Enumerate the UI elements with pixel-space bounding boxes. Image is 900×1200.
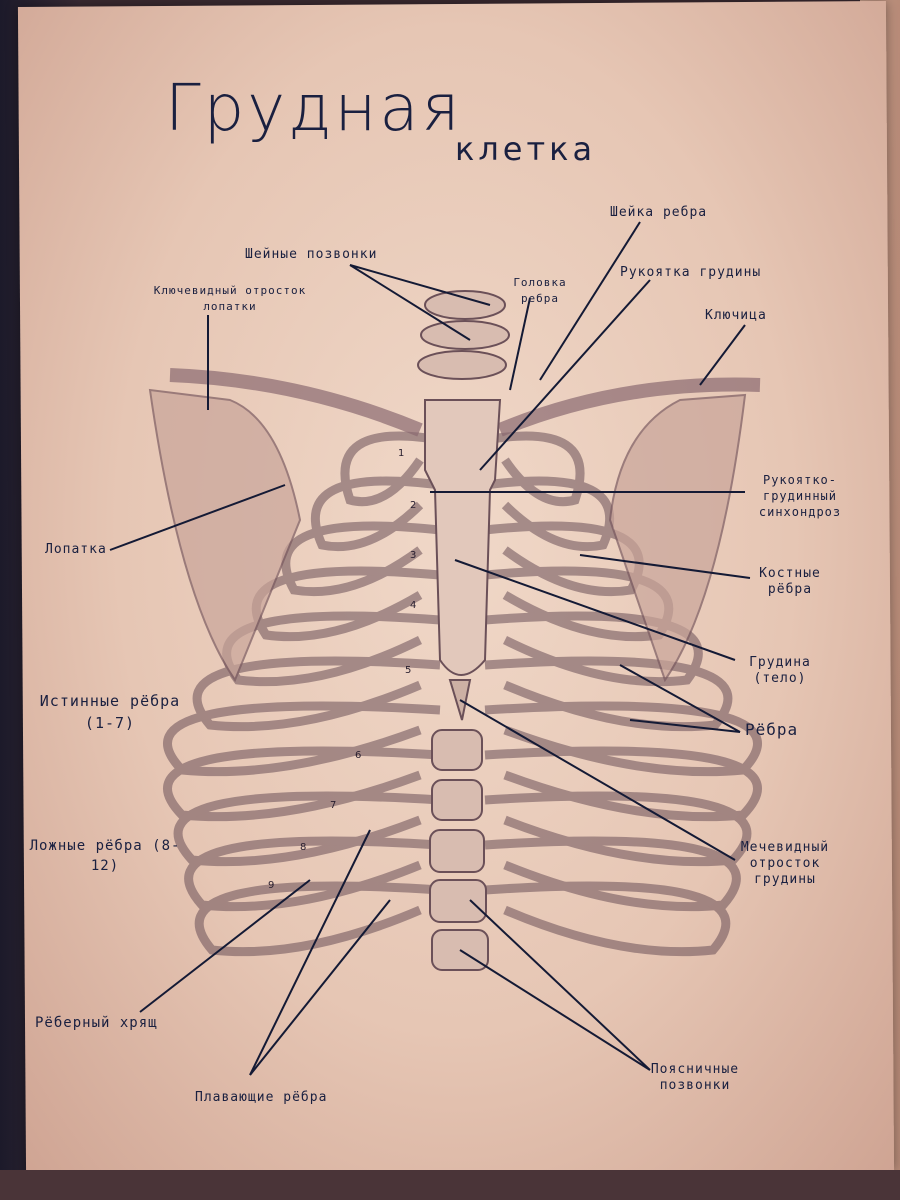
leader-lines bbox=[109, 221, 751, 1076]
rib-number: 1 bbox=[398, 448, 405, 459]
label-scapula: Лопатка bbox=[45, 542, 107, 557]
label-floating-ribs: Плавающие рёбра bbox=[195, 1090, 328, 1105]
title-line-2: клетка bbox=[455, 130, 597, 168]
label-synchondrosis: Рукоятко-грудинный синхондроз bbox=[758, 473, 842, 519]
label-rib-head: Головка ребра bbox=[513, 276, 567, 305]
rib bbox=[173, 791, 441, 867]
label-sternum-body: Грудина (тело) bbox=[749, 655, 811, 686]
rib bbox=[310, 476, 441, 552]
label-false-ribs: Ложные рёбра (8-12) bbox=[29, 838, 181, 874]
label-bony-ribs: Костные рёбра bbox=[759, 566, 821, 597]
title-line-1: Грудная bbox=[165, 72, 463, 146]
label-clavicle: Ключица bbox=[705, 308, 767, 323]
label-cervical-vertebrae: Шейные позвонки bbox=[245, 247, 378, 262]
rib bbox=[484, 701, 762, 777]
rib-number: 8 bbox=[300, 842, 307, 853]
label-ribs: Рёбра bbox=[745, 720, 799, 739]
rib bbox=[163, 701, 441, 777]
label-lumbar-vertebrae: Поясничные позвонки bbox=[650, 1062, 740, 1093]
rib-number: 5 bbox=[405, 665, 412, 676]
rib bbox=[163, 746, 441, 822]
scapula-left bbox=[148, 388, 302, 683]
table-edge bbox=[0, 1170, 900, 1200]
label-rib-neck: Шейка ребра bbox=[610, 205, 708, 220]
rib bbox=[484, 836, 741, 912]
rib-number: 6 bbox=[355, 750, 362, 761]
sternum bbox=[424, 399, 502, 676]
label-coracoid: Ключевидный отросток лопатки bbox=[153, 284, 307, 313]
label-manubrium: Рукоятка грудины bbox=[620, 265, 762, 280]
rib-number: 4 bbox=[410, 600, 417, 611]
clavicle-left bbox=[169, 368, 423, 437]
rib-number: 3 bbox=[410, 550, 417, 561]
rib-number: 9 bbox=[268, 880, 275, 891]
rib bbox=[281, 521, 441, 597]
rib bbox=[484, 476, 615, 552]
rib-number: 7 bbox=[330, 800, 337, 811]
rib bbox=[484, 881, 731, 957]
rib-number: 2 bbox=[410, 500, 417, 511]
label-true-ribs: Истинные рёбра (1-7) bbox=[39, 692, 181, 732]
label-costal-cartilage: Рёберный хрящ bbox=[35, 1015, 158, 1031]
rib bbox=[484, 791, 752, 867]
rib bbox=[484, 656, 733, 732]
scapula-right bbox=[608, 393, 747, 683]
clavicle-right bbox=[497, 377, 761, 437]
rib bbox=[484, 746, 762, 822]
label-xiphoid: Мечевидный отросток грудины bbox=[740, 840, 830, 887]
